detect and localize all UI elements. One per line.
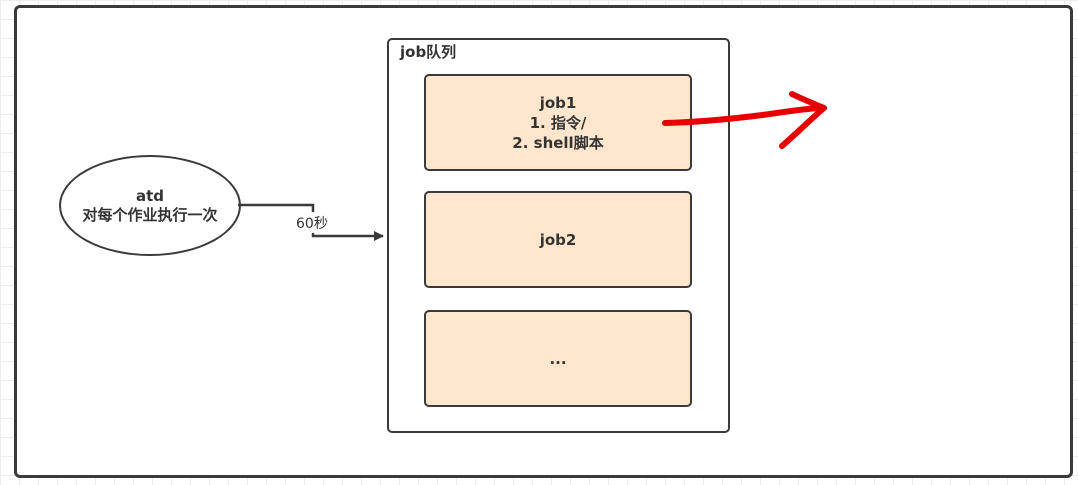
red-arrow-shaft bbox=[662, 105, 825, 126]
job-title: job2 bbox=[539, 230, 577, 249]
job-title: job1 bbox=[539, 93, 577, 112]
job-node-2[interactable]: job2 bbox=[424, 191, 692, 288]
interval-label: 60秒 bbox=[296, 213, 328, 233]
atd-description: 对每个作业执行一次 bbox=[82, 205, 218, 224]
red-arrow-head bbox=[779, 91, 827, 149]
atd-title: atd bbox=[135, 186, 165, 205]
job-line: 1. 指令/ bbox=[529, 113, 587, 132]
atd-node[interactable]: atd 对每个作业执行一次 bbox=[59, 155, 241, 256]
red-arrow-annotation bbox=[662, 91, 827, 149]
job-node-more[interactable]: ... bbox=[424, 310, 692, 407]
job-queue-title: job队列 bbox=[400, 43, 457, 61]
job-line: 2. shell脚本 bbox=[512, 133, 604, 152]
job-title: ... bbox=[549, 349, 567, 368]
